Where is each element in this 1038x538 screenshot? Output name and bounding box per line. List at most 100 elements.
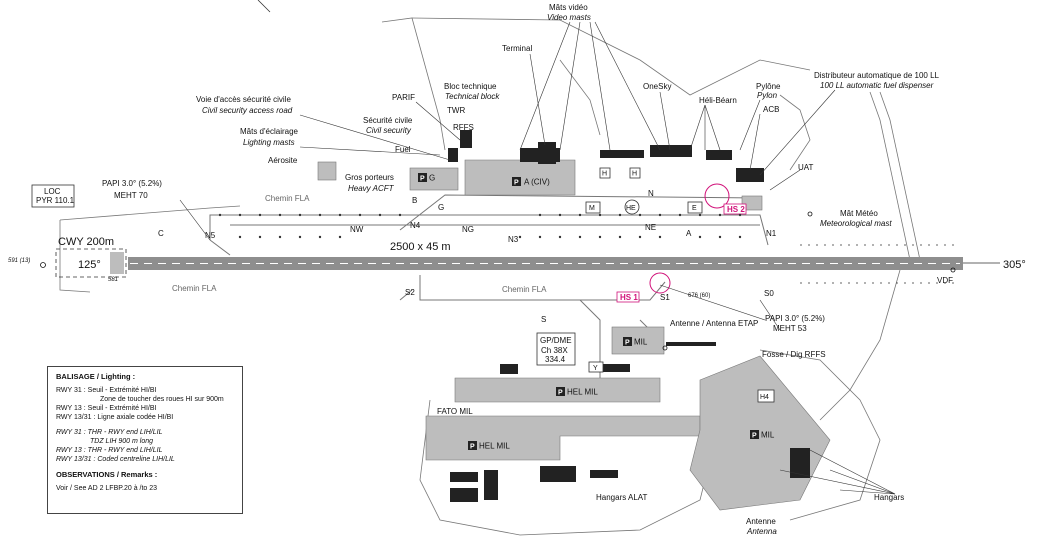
vdf: VDF [937, 276, 953, 285]
loc-line1: LOC [44, 187, 61, 196]
twy-nw: NW [350, 225, 364, 234]
acb: ACB [763, 105, 779, 114]
lighting-legend: BALISAGE / Lighting : RWY 31 : Seuil - E… [47, 366, 243, 514]
hangars-alat: Hangars ALAT [596, 493, 648, 502]
twy-s2: S2 [405, 288, 415, 297]
legend-obs-line: Voir / See AD 2 LFBP.20 à /to 23 [56, 485, 158, 492]
papi-w-l2: MEHT 70 [114, 191, 148, 200]
pylone-en: Pylon [757, 91, 778, 100]
twy-s1: S1 [660, 293, 670, 302]
svg-text:P: P [514, 180, 519, 187]
fuel: Fuel [395, 145, 411, 154]
twy-g: G [438, 203, 444, 212]
twy-n5: N5 [205, 231, 216, 240]
antenne-en: Antenna [746, 527, 777, 536]
securite-en: Civil security [366, 126, 412, 135]
antenne: Antenne [746, 517, 776, 526]
hel-mil-label-1: HEL MIL [567, 388, 598, 397]
terminal: Terminal [502, 44, 532, 53]
papi-w-l1: PAPI 3.0° (5.2%) [102, 179, 162, 188]
mats-ecl: Mâts d'éclairage [240, 127, 299, 136]
boundary-roads [59, 17, 921, 536]
pylone: Pylône [756, 82, 781, 91]
securite: Sécurité civile [363, 116, 413, 125]
apron-mil-label: MIL [634, 338, 648, 347]
twy-ng: NG [462, 225, 474, 234]
mil-label-2: MIL [761, 431, 775, 440]
twy-n3: N3 [508, 235, 519, 244]
legend-en-3: RWY 13 : THR - RWY end LIH/LIL [56, 447, 163, 454]
papi-e-l2: MEHT 53 [773, 324, 807, 333]
twr: TWR [447, 106, 465, 115]
gpdme-l2: Ch 38X [541, 346, 568, 355]
loc-line2: PYR 110.1 [36, 196, 75, 205]
legend-fr-3: RWY 13 : Seuil - Extrémité HI/BI [56, 405, 157, 412]
gros-en: Heavy ACFT [348, 184, 395, 193]
parking-badges: P G P A (CIV) P MIL P HEL MIL P HEL MIL … [418, 173, 775, 451]
labels: Mâts vidéo Video masts Terminal Distribu… [8, 3, 1026, 536]
hs1-label: HS 1 [620, 293, 638, 302]
fato: FATO MIL [437, 407, 473, 416]
twy-n1: N1 [766, 229, 777, 238]
twy-n4: N4 [410, 221, 421, 230]
helipad-h1: H [602, 171, 607, 178]
svg-text:P: P [558, 390, 563, 397]
mats-video-en: Video masts [547, 13, 591, 22]
chemin-2: Chemin FLA [172, 284, 217, 293]
svg-text:P: P [470, 444, 475, 451]
rffs: RFFS [453, 123, 474, 132]
legend-en-4: RWY 13/31 : Coded centreline LIH/LIL [56, 456, 175, 463]
svg-text:P: P [420, 176, 425, 183]
onesky: OneSky [643, 82, 671, 91]
legend-en-1: RWY 31 : THR - RWY end LIH/LIL [56, 429, 163, 436]
h4-label: H4 [760, 394, 769, 401]
elev-right: 581 [108, 277, 118, 283]
apron-g-label: G [429, 174, 435, 183]
voie-en: Civil security access road [202, 106, 293, 115]
antenne-etap: Antenne / Antenna ETAP [670, 319, 758, 328]
hangars: Hangars [874, 493, 904, 502]
twy-s: S [541, 315, 546, 324]
hs2-label: HS 2 [727, 205, 745, 214]
cwy-label: CWY 200m [58, 236, 114, 248]
distributeur-en: 100 LL automatic fuel dispenser [820, 81, 934, 90]
signboxes [585, 167, 775, 403]
mats-video: Mâts vidéo [549, 3, 588, 12]
mats-ecl-en: Lighting masts [243, 138, 295, 147]
elev-east: 676 (60) [688, 293, 710, 299]
gpdme-box [536, 332, 576, 366]
runway [128, 257, 963, 270]
taxiways [209, 194, 769, 400]
helipad-h2: H [632, 171, 637, 178]
distributeur: Distributeur automatique de 100 LL [814, 71, 940, 80]
bloc: Bloc technique [444, 82, 497, 91]
gpdme-l1: GP/DME [540, 336, 572, 345]
taxi-edge-lights [218, 211, 956, 351]
legend-fr-1: RWY 31 : Seuil - Extrémité HI/BI [56, 387, 157, 394]
gros: Gros porteurs [345, 173, 394, 182]
legend-title: BALISAGE / Lighting : [56, 372, 136, 381]
y-label: Y [593, 365, 598, 372]
chemin-1: Chemin FLA [265, 194, 310, 203]
twy-s0: S0 [764, 289, 774, 298]
chemin-3: Chemin FLA [502, 285, 547, 294]
hel-mil-label-2: HEL MIL [479, 442, 510, 451]
parif: PARIF [392, 93, 415, 102]
legend-obs-title: OBSERVATIONS / Remarks : [56, 470, 158, 479]
runway-dim: 2500 x 45 m [390, 241, 451, 253]
bloc-en: Technical block [445, 92, 500, 101]
gpdme-l3: 334.4 [545, 355, 566, 364]
twy-b: B [412, 196, 417, 205]
legend-fr-4: RWY 13/31 : Ligne axiale codée HI/BI [56, 414, 174, 421]
twy-ne: NE [645, 223, 656, 232]
mat-meteo: Mât Météo [840, 209, 878, 218]
svg-text:P: P [752, 433, 757, 440]
legend-fr-2: Zone de toucher des roues HI sur 900m [100, 396, 224, 403]
voie: Voie d'accès sécurité civile [196, 95, 291, 104]
hs1-circle [649, 272, 671, 294]
uat: UAT [798, 163, 814, 172]
he-label: HE [626, 205, 636, 212]
twy-a: A [686, 229, 692, 238]
aerosite: Aérosite [268, 156, 298, 165]
